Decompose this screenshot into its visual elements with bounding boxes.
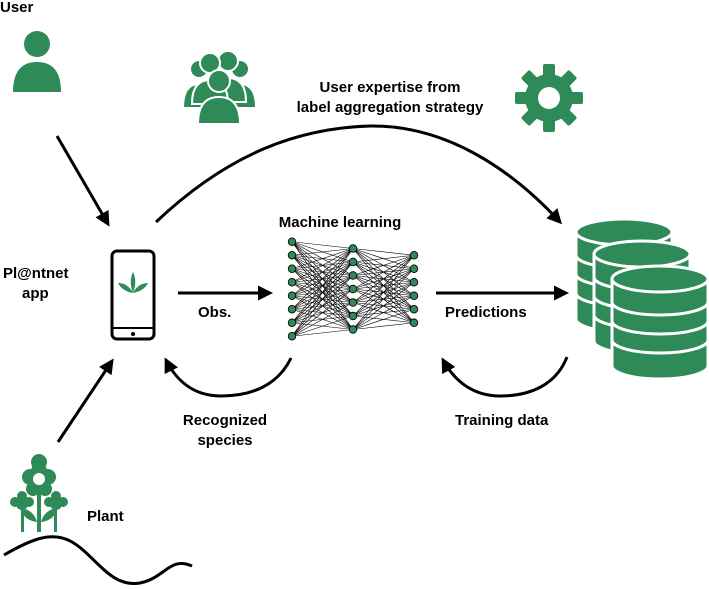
nn-connection (291, 315, 354, 337)
nn-connection (352, 255, 415, 330)
leaf-icon (118, 272, 148, 293)
nn-connection (291, 248, 354, 283)
database-cylinder (610, 264, 709, 381)
user-label: User (0, 0, 34, 16)
nn-connection (291, 288, 354, 337)
plant-to-app-arrow (56, 358, 114, 443)
nn-node (348, 284, 358, 294)
training-data-label: Training data (455, 412, 549, 429)
nn-node (348, 257, 358, 267)
nn-connection (352, 308, 415, 330)
nn-connection (291, 241, 354, 249)
gear-icon (515, 64, 583, 132)
nn-node (348, 244, 358, 253)
nn-connection (291, 248, 354, 256)
nn-node (348, 271, 358, 280)
nn-connection (291, 248, 354, 323)
nn-node (287, 251, 297, 260)
nn-node (409, 251, 419, 260)
nn-node (348, 311, 358, 321)
smartphone-icon (110, 249, 156, 341)
predictions-label: Predictions (445, 304, 527, 321)
nn-connection (352, 295, 415, 330)
nn-node (287, 264, 297, 273)
nn-connection (352, 322, 415, 330)
nn-node (409, 291, 419, 300)
nn-node (409, 278, 419, 287)
nn-node (409, 264, 419, 273)
expertise-arrow (154, 124, 563, 225)
nn-node (287, 318, 297, 327)
user-icon (13, 31, 61, 92)
nn-node (287, 305, 297, 314)
nn-connection (291, 248, 354, 337)
recognized-species-arrow (164, 357, 293, 398)
nn-node (348, 325, 358, 334)
nn-connection (352, 268, 415, 330)
nn-node (287, 237, 297, 246)
nn-connection (291, 275, 354, 337)
nn-connection (352, 282, 415, 330)
database-icon (574, 217, 709, 381)
app-label-line1: Pl@ntnet (3, 265, 69, 282)
obs-label: Obs. (198, 304, 232, 321)
nn-node (409, 305, 419, 314)
nn-connection (291, 248, 354, 310)
user-to-app-arrow (55, 135, 110, 227)
nn-connection (352, 255, 415, 303)
machine-learning-label: Machine learning (278, 214, 402, 231)
nn-connection (352, 254, 415, 290)
recognized-species-label-line2: species (197, 432, 253, 449)
nn-connection (291, 248, 354, 270)
plant-icon (10, 454, 68, 532)
nn-connection (291, 302, 354, 337)
nn-connection (352, 248, 415, 256)
nn-node (348, 298, 358, 307)
nn-connection (352, 254, 415, 263)
plant-label: Plant (87, 508, 124, 525)
ground-curve (3, 535, 193, 585)
nn-node (409, 318, 419, 327)
expertise-label-line2: label aggregation strategy (296, 99, 484, 116)
app-label-line2: app (22, 285, 49, 302)
training-data-arrow (441, 356, 569, 398)
nn-node (287, 291, 297, 300)
nn-connection (352, 254, 415, 276)
nn-node (287, 332, 297, 341)
nn-connection (291, 248, 354, 296)
expertise-label-line1: User expertise from (319, 79, 461, 96)
recognized-species-label-line1: Recognized (182, 412, 268, 429)
users-group-icon (181, 50, 258, 125)
nn-connection (352, 255, 415, 317)
nn-connection (291, 329, 354, 337)
neural-network-icon (287, 237, 419, 341)
nn-node (287, 278, 297, 287)
nn-connection (291, 261, 354, 337)
